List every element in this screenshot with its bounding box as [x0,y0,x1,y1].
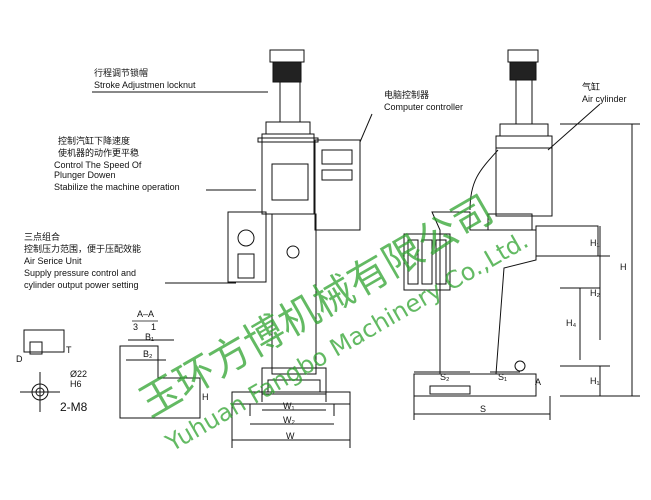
label-section-aa: A–A [137,309,154,319]
cylinder-body [261,133,315,215]
annotation-speed-cn-2: 使机器的动作更平稳 [58,148,140,158]
side-cylinder-body [495,135,553,217]
cylinder-flange [257,137,319,143]
label-w1: W₁ [283,401,295,411]
side-filter-3 [435,239,447,285]
piston-rod-housing [279,81,301,123]
annotation-cylinder-en: Air cylinder [582,94,627,104]
side-filter-1 [407,239,419,285]
label-t: T [66,345,72,355]
press-column [271,213,317,375]
filter-bowl [237,253,255,279]
label-ratio-left: 3 [133,322,138,332]
label-thread: 2-M8 [60,400,88,414]
label-s1: S₁ [498,372,507,382]
controller-display-2 [321,169,353,181]
label-b1: B₁ [145,332,154,342]
label-s: S [480,404,486,414]
label-d: D [16,354,23,364]
annotation-stroke-lock-en: Stroke Adjustmen locknut [94,80,196,90]
annotation-air-unit-en-3: cylinder output power setting [24,280,139,290]
side-cylinder-cap [499,123,549,137]
label-w: W [286,431,295,441]
pressure-gauge [237,229,255,247]
computer-controller-box [314,139,361,231]
label-b2: B₂ [143,349,153,359]
label-fit: H6 [70,379,82,389]
side-base [413,373,537,397]
stroke-lock-cap [269,49,305,63]
detail-t-block [23,329,65,353]
valve-panel [271,163,309,201]
label-bore: Ø22 [70,369,87,379]
section-a-marker [514,360,526,372]
label-h4: H₄ [566,318,576,328]
annotation-air-unit-cn-2: 控制压力范围，便于压配效能 [24,244,142,254]
label-detail-h: H [202,392,209,402]
side-stroke-cap [507,49,539,63]
annotation-air-unit-en-2: Supply pressure control and [24,268,137,278]
annotation-cylinder-cn: 气缸 [582,82,601,92]
annotation-air-unit-en-1: Air Serice Unit [24,256,82,266]
air-service-unit-frame [227,211,267,283]
annotation-computer-cn: 电脑控制器 [384,90,430,100]
side-locknut [509,61,537,81]
annotation-speed-cn-1: 控制汽缸下降速度 [58,136,131,146]
air-hose [469,149,499,211]
annotation-stroke-lock-cn: 行程调节锁帽 [94,68,149,78]
label-h1-bottom: H₁ [590,376,600,386]
label-h: H [620,262,627,272]
label-a: A [535,377,541,387]
label-w2: W₂ [283,415,295,425]
side-ram-block [535,225,599,257]
watermark-company-cn: 玉环方博机械有限公司 [132,187,501,427]
label-ratio-right: 1 [151,322,156,332]
annotation-speed-en-3: Stabilize the machine operation [54,182,180,192]
cylinder-cap [265,121,311,135]
detail-section [119,345,201,419]
locknut-block [272,61,302,83]
pressure-knob [286,245,300,259]
side-filter-2 [421,239,433,285]
annotation-speed-en-1: Control The Speed Of [54,160,142,170]
press-base [231,391,351,405]
label-h1-top: H₁ [590,238,600,248]
label-h2: H₂ [590,288,600,298]
annotation-speed-en-2: Plunger Dowen [54,170,116,180]
annotation-air-unit-cn-1: 三点组合 [24,232,61,242]
side-rod-housing [515,79,533,125]
label-s2: S₂ [440,372,450,382]
side-base-foot [429,385,471,395]
controller-display [321,149,353,165]
annotation-computer-en: Computer controller [384,102,464,112]
side-air-unit [403,233,451,291]
side-frame [431,211,537,375]
workbench-plate [261,367,327,395]
